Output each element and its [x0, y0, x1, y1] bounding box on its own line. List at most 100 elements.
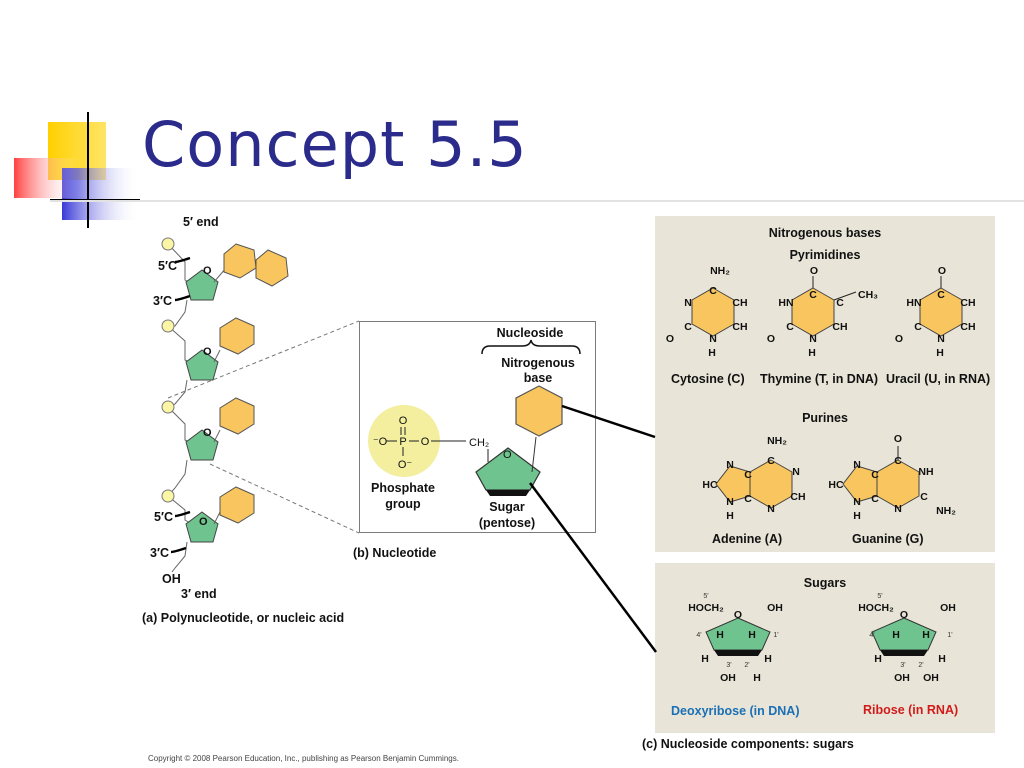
svg-text:CH: CH: [790, 491, 805, 503]
nitrogenous-base-label-line1: Nitrogenous: [501, 356, 575, 370]
svg-text:N: N: [853, 459, 861, 471]
svg-text:H: H: [716, 629, 724, 641]
svg-text:NH₂: NH₂: [936, 505, 956, 517]
phosphate-atom: O: [399, 415, 408, 427]
svg-text:O: O: [734, 609, 742, 621]
phosphate-atom: O⁻: [398, 459, 413, 471]
svg-text:1': 1': [947, 632, 952, 639]
svg-text:C: C: [937, 289, 945, 301]
svg-text:C: C: [744, 493, 752, 505]
nucleotide-box: [359, 321, 596, 533]
svg-text:5': 5': [877, 593, 882, 600]
phosphate-circle: [161, 319, 175, 333]
nucleotide-caption: (b) Nucleotide: [353, 546, 437, 560]
five-prime-end-label: 5′ end: [183, 215, 219, 229]
purines-heading: Purines: [802, 411, 848, 425]
pyrimidine-base-hexagon: [219, 486, 255, 524]
svg-text:H: H: [701, 653, 709, 665]
svg-text:N: N: [726, 496, 734, 508]
svg-text:O: O: [666, 333, 674, 345]
svg-text:4': 4': [696, 632, 701, 639]
ring-o-label: O: [199, 516, 208, 528]
svg-text:2': 2': [744, 662, 749, 669]
svg-text:CH: CH: [960, 297, 975, 309]
carbon-marker: [174, 510, 191, 518]
svg-text:H: H: [922, 629, 930, 641]
svg-text:N: N: [853, 496, 861, 508]
svg-text:CH: CH: [960, 321, 975, 333]
svg-text:N: N: [709, 333, 717, 345]
svg-text:HN: HN: [906, 297, 921, 309]
pyrimidines-heading: Pyrimidines: [789, 248, 861, 262]
nucleoside-label: Nucleoside: [496, 326, 564, 340]
svg-text:C: C: [871, 469, 879, 481]
svg-text:N: N: [894, 503, 902, 515]
svg-text:H: H: [938, 653, 946, 665]
svg-text:H: H: [892, 629, 900, 641]
cytosine-structure: NH₂ C N CH C CH N H O: [666, 265, 748, 359]
svg-text:H: H: [708, 347, 716, 359]
svg-text:H: H: [748, 629, 756, 641]
svg-text:HC: HC: [702, 479, 718, 491]
phosphate-circle: [161, 237, 175, 251]
svg-text:OH: OH: [894, 672, 910, 684]
svg-text:C: C: [809, 289, 817, 301]
phosphate-circle: [161, 400, 175, 414]
phosphate-atom: P: [399, 436, 406, 448]
svg-text:HOCH₂: HOCH₂: [858, 602, 894, 614]
thymine-structure: O C HN C CH₃ C CH N H O: [767, 265, 878, 359]
three-prime-carbon-label: 3′C: [150, 546, 169, 560]
connector-line-sugars: [528, 482, 658, 653]
sugars-caption: (c) Nucleoside components: sugars: [642, 737, 854, 751]
svg-text:C: C: [786, 321, 794, 333]
svg-text:HC: HC: [828, 479, 844, 491]
svg-text:NH₂: NH₂: [710, 265, 730, 277]
ring-o-label: O: [203, 265, 212, 277]
svg-text:C: C: [894, 455, 902, 467]
svg-text:N: N: [684, 297, 692, 309]
uracil-label: Uracil (U, in RNA): [886, 372, 991, 386]
phosphate-group-label-line1: Phosphate: [371, 481, 435, 495]
phosphate-group-label-line2: group: [385, 497, 421, 511]
carbon-marker: [174, 294, 191, 302]
svg-text:HOCH₂: HOCH₂: [688, 602, 724, 614]
svg-text:N: N: [809, 333, 817, 345]
svg-text:OH: OH: [720, 672, 736, 684]
svg-text:2': 2': [918, 662, 923, 669]
svg-text:O: O: [938, 265, 946, 277]
svg-text:NH₂: NH₂: [767, 435, 787, 447]
cytosine-label: Cytosine (C): [671, 372, 745, 386]
svg-text:CH₃: CH₃: [858, 289, 878, 301]
nucleoside-bracket: [481, 339, 581, 355]
svg-text:C: C: [744, 469, 752, 481]
nitrogenous-base-label-line2: base: [523, 371, 553, 385]
svg-text:HN: HN: [778, 297, 793, 309]
polynucleotide-caption: (a) Polynucleotide, or nucleic acid: [142, 611, 345, 625]
nitrogenous-bases-heading: Nitrogenous bases: [768, 226, 882, 240]
zoom-dashed-line: [167, 320, 360, 399]
svg-text:3': 3': [900, 662, 905, 669]
svg-text:1': 1': [773, 632, 778, 639]
svg-text:N: N: [726, 459, 734, 471]
svg-text:O: O: [810, 265, 818, 277]
svg-text:N: N: [792, 466, 800, 478]
deoxyribose-label: Deoxyribose (in DNA): [671, 704, 800, 718]
slide-title: Concept 5.5: [142, 108, 528, 181]
sugars-heading: Sugars: [803, 576, 847, 590]
svg-text:N: N: [767, 503, 775, 515]
svg-text:OH: OH: [940, 602, 956, 614]
svg-text:H: H: [936, 347, 944, 359]
ring-o-label: O: [503, 449, 512, 461]
three-prime-end-label: 3′ end: [181, 587, 217, 601]
deoxyribose-structure: HOCH₂ O OH H H H H OH H 5'4'1' 3'2': [688, 593, 783, 684]
zoom-dashed-line: [209, 463, 360, 534]
svg-text:5': 5': [703, 593, 708, 600]
svg-text:C: C: [709, 285, 717, 297]
phosphate-circle: [161, 489, 175, 503]
pyrimidine-base-hexagon: [219, 397, 255, 435]
hydroxyl-label: OH: [162, 572, 181, 586]
svg-text:C: C: [914, 321, 922, 333]
three-prime-carbon-label: 3′C: [153, 294, 172, 308]
ring-o-label: O: [203, 346, 212, 358]
red-square: [14, 158, 78, 198]
